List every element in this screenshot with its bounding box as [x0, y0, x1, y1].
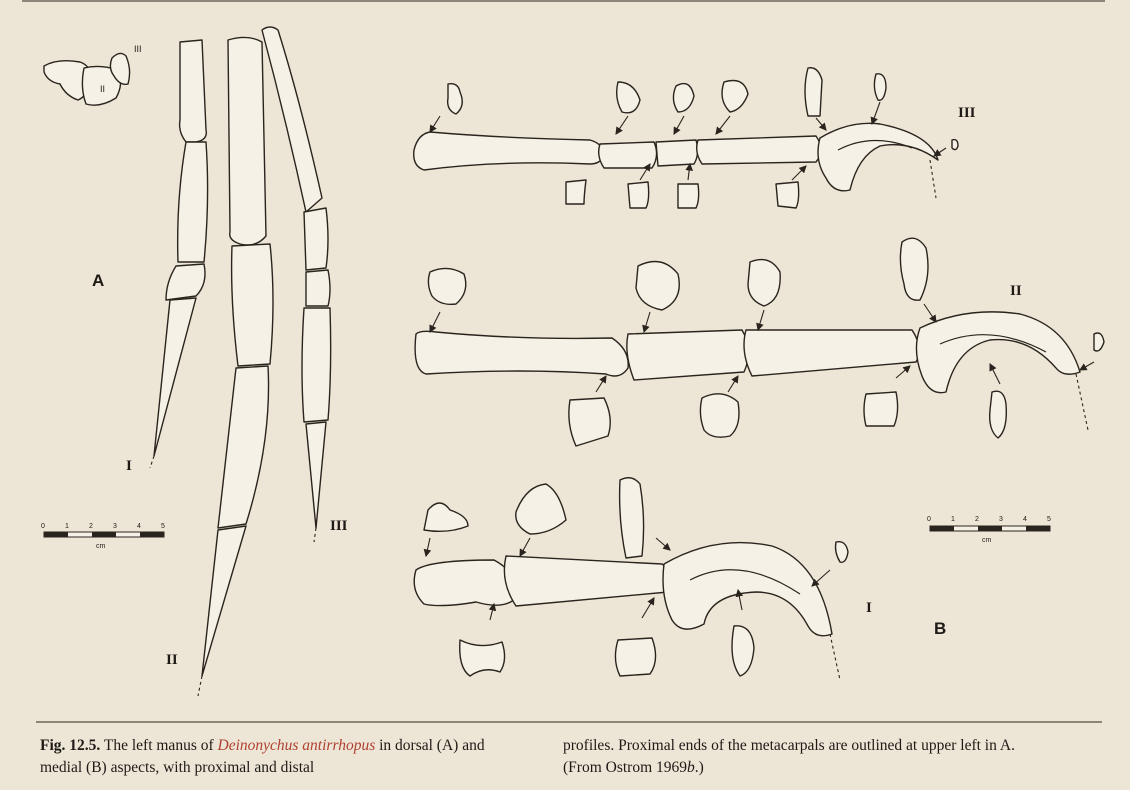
figure-illustration: II III I II III A 0 1 2 3 4 5 [22, 0, 1105, 723]
scale-a-tick: 1 [65, 523, 69, 530]
scale-b-tick: 5 [1047, 516, 1051, 523]
digit-1-medial: I [413, 477, 872, 681]
figure-number: Fig. 12.5. [40, 737, 101, 754]
digit-1-dorsal: I [126, 39, 209, 474]
digit-1-label: I [126, 458, 132, 474]
scale-b-tick: 2 [975, 516, 979, 523]
caption-column-left: Fig. 12.5. The left manus of Deinonychus… [40, 735, 520, 779]
caption-text: in dorsal (A) and medial (B) aspects, wi… [40, 737, 485, 776]
panel-b-digit-3-label: III [958, 105, 976, 121]
scale-a-tick: 5 [161, 523, 165, 530]
scale-a-tick: 4 [137, 523, 141, 530]
digit-3-dorsal: III [261, 26, 348, 543]
scale-a-tick: 3 [113, 523, 117, 530]
scale-a-unit: cm [96, 543, 106, 550]
scale-b-unit: cm [982, 537, 992, 544]
panel-b-digit-1-label: I [866, 600, 872, 616]
panel-b-label: B [934, 619, 946, 638]
caption-text: .) [694, 759, 704, 776]
scale-b-tick: 0 [927, 516, 931, 523]
caption-text: profiles. Proximal ends of the metacarpa… [563, 737, 1015, 776]
scale-b-tick: 4 [1023, 516, 1027, 523]
panel-a-label: A [92, 271, 104, 290]
reference-letter: b [687, 759, 695, 776]
caption-text: The left manus of [100, 737, 218, 754]
scale-bar-a: 0 1 2 3 4 5 cm [41, 523, 165, 550]
metacarpal-2-label: II [100, 84, 105, 94]
digit-2-label: II [166, 652, 178, 668]
scale-a-tick: 0 [41, 523, 45, 530]
caption-column-right: profiles. Proximal ends of the metacarpa… [563, 735, 1043, 779]
digit-2-dorsal: II [166, 36, 274, 697]
scale-b-tick: 3 [999, 516, 1003, 523]
scale-bar-b: 0 1 2 3 4 5 cm [927, 516, 1051, 544]
digit-3-medial: III [413, 67, 976, 209]
scale-b-tick: 1 [951, 516, 955, 523]
species-name: Deinonychus antirrhopus [217, 737, 376, 754]
metacarpal-3-label: III [134, 44, 142, 54]
digit-2-medial: II [414, 237, 1105, 447]
panel-b-digit-2-label: II [1010, 283, 1022, 299]
scale-a-tick: 2 [89, 523, 93, 530]
metacarpal-proximal-outlines: II III [43, 44, 142, 106]
digit-3-label: III [330, 518, 348, 534]
